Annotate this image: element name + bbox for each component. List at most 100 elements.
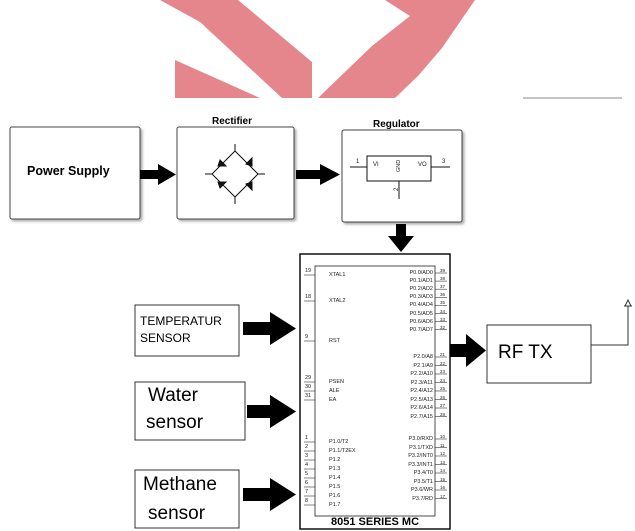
mcu-left-pin-name: P1.4 (329, 475, 341, 481)
mcu-right-pin-name: P3.7/RD (412, 495, 433, 502)
mcu-right-pin-name: P2.3/A11 (410, 379, 433, 386)
antenna-icon (591, 298, 632, 346)
mcu-right-pin-number: 11 (440, 442, 445, 448)
mcu-right-pin-number: 14 (440, 468, 446, 473)
rectifier-label: Rectifier (212, 116, 253, 127)
mcu-right-pin-number: 16 (440, 485, 446, 490)
mcu-right-pin-number: 27 (440, 403, 446, 408)
mcu-right-pin-name: P2.2/A10 (410, 371, 433, 377)
mcu-left-pin-name: RST (329, 338, 340, 344)
mcu-left-pin-name: EA (329, 397, 337, 403)
regulator-label: Regulator (373, 119, 420, 130)
mcu-right-pin-name: P2.4/A12 (410, 388, 433, 394)
arrow-power-to-rectifier (140, 164, 176, 185)
mcu-left-pin-number: 2 (305, 444, 309, 450)
mcu-right-pin-number: 26 (440, 394, 446, 400)
mcu-right-pin-name: P2.7/A15 (410, 413, 433, 420)
regulator-vi-label: VI (373, 162, 379, 168)
mcu-left-pin-name: P1.5 (329, 484, 341, 490)
mcu-right-pin-number: 25 (440, 386, 446, 391)
mcu-left-pin-name: P1.6 (329, 493, 341, 499)
mcu-right-pin-name: P2.5/A13 (410, 396, 433, 403)
mcu-right-pin-name: P0.4/AD4 (409, 302, 433, 309)
mcu-right-pin-name: P2.1/A9 (413, 362, 433, 369)
mcu-right-pin-number: 36 (440, 292, 446, 298)
mcu-right-pin-number: 37 (440, 284, 446, 290)
mcu-left-pin-name: P1.1/T2EX (329, 448, 356, 454)
mcu-right-pin-name: P0.2/AD2 (409, 286, 433, 293)
temperature-sensor-label-line1: TEMPERATUR (140, 314, 222, 328)
regulator-chip (366, 155, 432, 182)
methane-sensor-label-line2: sensor (148, 503, 206, 524)
mcu-left-pin-name: ALE (329, 388, 340, 394)
mcu-right-pin-name: P0.5/AD5 (409, 310, 433, 317)
mcu-right-pin-number: 24 (440, 377, 446, 383)
mcu-right-pin-number: 12 (440, 451, 446, 456)
mcu-right-pin-number: 32 (440, 324, 446, 330)
mcu-right-pin-name: P3.1/TXD (409, 444, 433, 451)
mcu-left-pin-number: 3 (305, 453, 309, 459)
rf-tx-label: RF TX (498, 342, 553, 363)
regulator-pin1-label: 1 (356, 159, 360, 165)
arrow-rectifier-to-regulator (296, 164, 340, 185)
mcu-left-pin-number: 31 (305, 393, 312, 399)
mcu-right-pin-number: 34 (440, 308, 446, 314)
bridge-rectifier-icon (205, 144, 265, 204)
mcu-left-pin-number: 7 (305, 489, 309, 495)
mcu-left-pin-number: 6 (305, 480, 309, 486)
mcu-right-pin-number: 15 (440, 476, 446, 482)
mcu-right-pin-number: 33 (440, 316, 446, 322)
methane-sensor-label-line1: Methane (143, 474, 217, 495)
mcu-left-pin-number: 8 (305, 498, 309, 504)
mcu-left-pin-name: XTAL2 (329, 298, 346, 304)
mcu-right-pin-number: 28 (440, 411, 446, 417)
temperature-sensor-label-line2: SENSOR (140, 331, 191, 345)
mcu-right-pin-name: P2.6/A14 (410, 405, 433, 411)
rectifier-block (176, 126, 295, 220)
mcu-left-pin-name: PSEN (329, 379, 344, 385)
regulator-pin3-label: 3 (442, 159, 446, 165)
mcu-right-pin-number: 39 (440, 268, 446, 273)
arrow-regulator-to-mcu (388, 224, 414, 252)
mcu-right-pin-name: P2.0/A8 (413, 354, 433, 360)
arrow-methane-to-mcu (243, 478, 296, 511)
mcu-right-pin-name: P0.1/AD1 (409, 278, 433, 285)
methane-sensor-block (134, 469, 240, 529)
mcu-pin-lines (304, 272, 447, 506)
mcu-left-pin-name: P1.2 (329, 457, 341, 463)
mcu-left-pin-number: 29 (305, 375, 312, 381)
mcu-right-pin-name: P3.5/T1 (413, 478, 433, 485)
arrow-mcu-to-rftx (450, 334, 486, 367)
mcu-left-pin-number: 5 (305, 471, 309, 477)
rf-tx-block (486, 324, 592, 384)
mcu-right-pin-name: P0.0/AD0 (409, 270, 433, 276)
regulator-gnd-label: GND (396, 159, 402, 172)
mcu-right-pin-name: P0.7/AD7 (409, 326, 433, 333)
regulator-vo-label: VO (418, 162, 427, 168)
mcu-right-pin-name: P3.3/INT1 (408, 461, 433, 468)
mcu-left-pin-number: 18 (305, 294, 312, 300)
water-sensor-block (134, 381, 246, 441)
watermark-logo (160, 0, 475, 98)
water-sensor-label-line1: Water (148, 385, 198, 406)
mcu-left-pin-name: P1.7 (329, 502, 341, 508)
mcu-right-pin-name: P3.4/T0 (413, 470, 433, 476)
mcu-left-pin-number: 1 (305, 435, 309, 441)
regulator-pin2-label: 2 (394, 187, 400, 191)
mcu-right-pin-number: 38 (440, 276, 446, 282)
mcu-left-pin-number: 30 (305, 384, 312, 390)
mcu-right-pin-number: 17 (440, 493, 446, 499)
water-sensor-label-line2: sensor (146, 412, 204, 433)
mcu-label: 8051 SERIES MC (331, 516, 420, 528)
mcu-right-pin-number: 13 (440, 459, 446, 465)
mcu-right-pin-number: 22 (440, 360, 446, 366)
mcu-left-pin-name: P1.3 (329, 466, 341, 472)
mcu-right-pin-name: P3.6/WR (410, 487, 433, 493)
mcu-right-pin-number: 23 (440, 369, 446, 374)
mcu-right-pin-name: P0.6/AD6 (409, 318, 433, 325)
mcu-left-pin-name: XTAL1 (329, 272, 346, 278)
mcu-right-pin-number: 35 (440, 300, 446, 306)
mcu-right-pin-number: 21 (440, 352, 446, 357)
mcu-left-pin-number: 9 (305, 334, 309, 340)
